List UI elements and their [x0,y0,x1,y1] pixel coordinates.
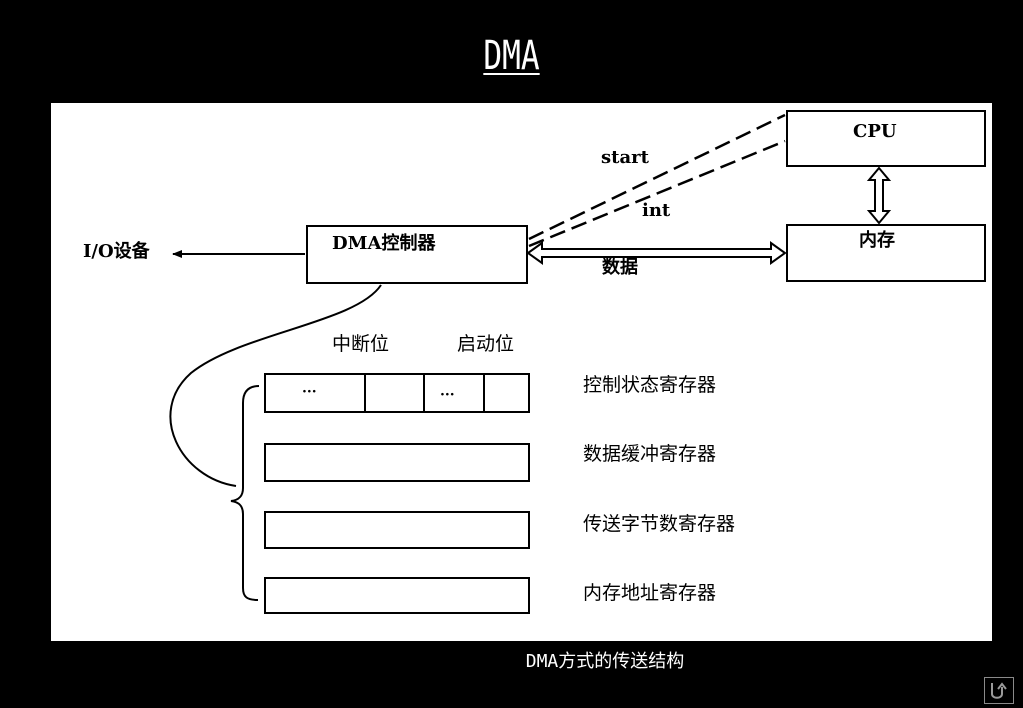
cpu-box [786,110,986,167]
data-buffer-register-label: 数据缓冲寄存器 [583,443,717,465]
dma-controller-label: DMA控制器 [332,233,436,254]
start-signal-line [528,113,786,241]
figure-caption: DMA方式的传送结构 [525,651,685,672]
int-signal-line [528,139,786,248]
interrupt-bit-label: 中断位 [332,333,390,355]
byte-count-register-label: 传送字节数寄存器 [583,513,736,535]
int-signal-label: int [642,200,671,221]
memory-address-register-box [264,577,530,614]
return-arrow-icon [991,682,1007,699]
interrupt-bit-ellipsis: ··· [302,384,317,400]
memory-label: 内存 [859,230,895,251]
data-buffer-register-box [264,443,530,482]
control-status-register-box [264,373,530,413]
register-group-brace [230,385,260,601]
cpu-memory-bus-arrow [866,166,892,225]
data-signal-label: 数据 [602,257,638,278]
start-signal-label: start [601,147,649,168]
start-bit-label: 启动位 [457,333,515,355]
dma-memory-data-arrow [526,241,787,265]
controller-link-curve [169,284,382,487]
dma-diagram: CPU 内存 DMA控制器 I/O设备 start int 数据 中断位 启动位… [51,103,992,641]
diagram-drawing [169,110,986,614]
memory-address-register-label: 内存地址寄存器 [583,582,717,604]
cpu-label: CPU [853,121,897,142]
return-button[interactable] [984,677,1014,704]
slide-title: DMA [483,33,540,79]
dma-controller-box [306,225,528,284]
byte-count-register-box [264,511,530,549]
io-device-label: I/O设备 [83,241,150,262]
control-status-register-label: 控制状态寄存器 [583,374,717,396]
memory-box [786,224,986,282]
start-bit-ellipsis: ··· [440,387,455,403]
